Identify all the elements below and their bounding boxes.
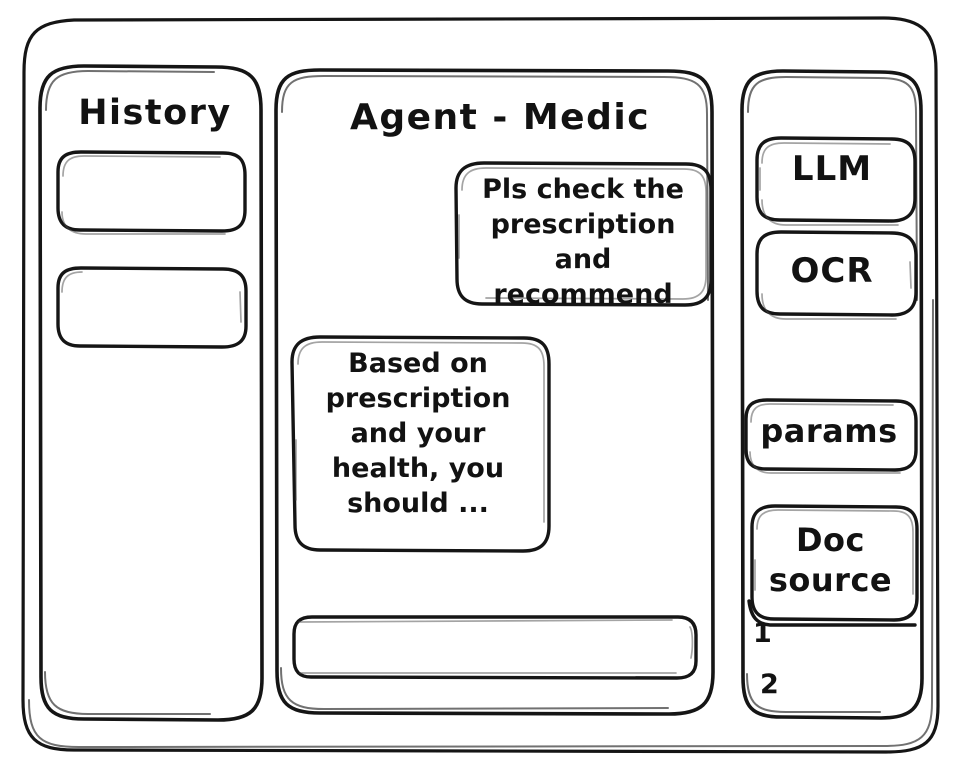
user-message-text: Pls check the prescription and recommend	[482, 174, 684, 311]
agent-message-text: Based on prescription and your health, y…	[325, 348, 511, 520]
doc-source-item-1[interactable]: 1	[753, 618, 772, 649]
history-panel	[40, 66, 262, 720]
tool-button-params-label: params	[760, 412, 898, 450]
tool-button-ocr-label: OCR	[790, 251, 874, 291]
doc-source-item-2[interactable]: 2	[760, 669, 779, 700]
history-panel-title: History	[78, 93, 232, 133]
page-title: Agent - Medic	[349, 97, 651, 138]
tools-panel	[742, 71, 922, 718]
doc-source-label: Doc source	[768, 521, 893, 599]
main-panel	[276, 70, 713, 714]
tool-button-llm-label: LLM	[791, 149, 873, 189]
